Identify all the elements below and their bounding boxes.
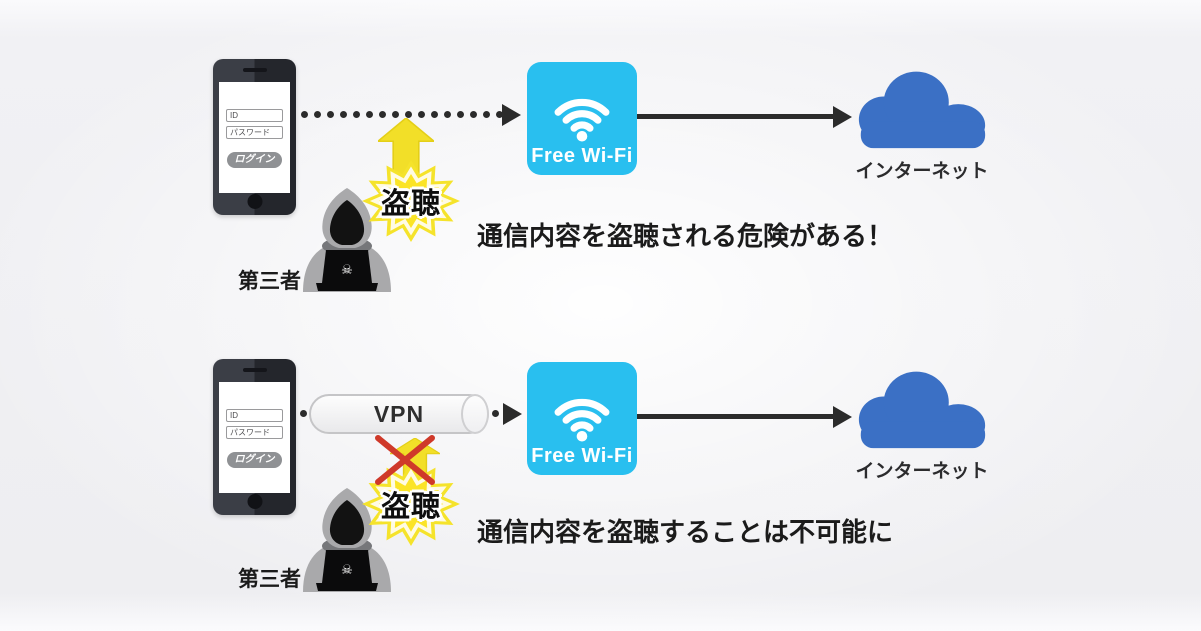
tunnel-cap: [461, 394, 489, 434]
hooded-person-icon: ☠: [303, 488, 391, 592]
password-field: パスワード: [226, 426, 283, 439]
eavesdrop-starburst: 盗聴: [362, 462, 460, 546]
internet-label: インターネット: [855, 161, 989, 182]
hacker-figure: ☠: [297, 186, 397, 296]
password-field: パスワード: [226, 126, 283, 139]
internet-node: インターネット: [853, 64, 991, 183]
arrowhead-icon: [833, 406, 852, 428]
wifi-label: Free Wi-Fi: [531, 445, 633, 467]
dotted-connection-line: [298, 111, 502, 118]
eavesdrop-label: 盗聴: [380, 491, 441, 523]
phone-screen: ID パスワード ログイン: [219, 82, 290, 193]
eavesdrop-starburst: 盗聴: [362, 160, 460, 242]
hacker-figure: ☠: [297, 486, 397, 596]
arrowhead-icon: [503, 403, 522, 425]
wifi-label: Free Wi-Fi: [531, 145, 633, 167]
phone-home-button: [247, 194, 262, 209]
smartphone: ID パスワード ログイン: [213, 59, 296, 215]
arrowhead-icon: [502, 104, 521, 126]
vpn-caption: 通信内容を盗聴することは不可能に: [477, 517, 894, 547]
cloud-icon: [858, 71, 986, 149]
vpn-tunnel: VPN: [309, 394, 489, 434]
hooded-person-icon: ☠: [303, 188, 391, 292]
phone-screen: ID パスワード ログイン: [219, 382, 290, 493]
wifi-icon: [554, 98, 610, 142]
arrowhead-icon: [833, 106, 852, 128]
internet-node: インターネット: [853, 364, 991, 483]
solid-connection-line: [637, 114, 835, 119]
smartphone: ID パスワード ログイン: [213, 359, 296, 515]
id-field: ID: [226, 409, 283, 422]
phone-home-button: [247, 494, 262, 509]
cloud-icon: [858, 371, 986, 449]
login-button: ログイン: [227, 452, 282, 468]
starburst-icon: [362, 462, 460, 546]
danger-caption: 通信内容を盗聴される危険がある！: [477, 221, 894, 251]
connection-dot: [300, 410, 307, 417]
attacker-label: 第三者: [238, 568, 301, 591]
connection-dot: [492, 410, 499, 417]
phone-speaker: [242, 368, 267, 372]
eavesdrop-arrow-icon: [390, 438, 440, 480]
vpn-label: VPN: [373, 400, 425, 427]
eavesdrop-label: 盗聴: [380, 188, 441, 220]
starburst-icon: [362, 160, 460, 242]
free-wifi-node: Free Wi-Fi: [527, 362, 637, 475]
wifi-icon: [554, 398, 610, 442]
login-button: ログイン: [227, 152, 282, 168]
blocked-cross-icon: [375, 435, 435, 485]
skull-icon: ☠: [341, 262, 353, 277]
skull-icon: ☠: [341, 562, 353, 577]
attacker-label: 第三者: [238, 270, 301, 293]
internet-label: インターネット: [855, 461, 989, 482]
solid-connection-line: [637, 414, 835, 419]
free-wifi-node: Free Wi-Fi: [527, 62, 637, 175]
phone-speaker: [242, 68, 267, 72]
eavesdrop-arrow-icon: [378, 118, 434, 180]
id-field: ID: [226, 109, 283, 122]
